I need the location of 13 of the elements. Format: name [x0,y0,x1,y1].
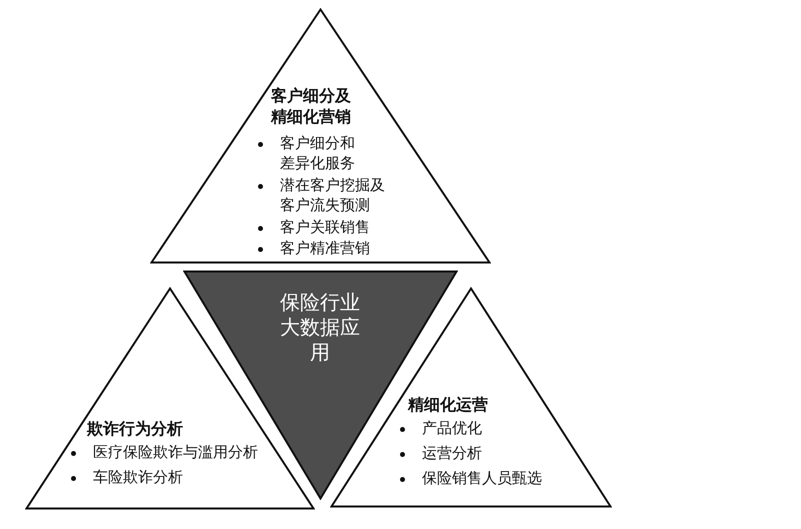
section-heading: 欺诈行为分析 [87,419,184,440]
section-heading: 精细化运营 [408,395,489,416]
center-title: 保险行业大数据应用 [279,290,361,365]
bullet-item: 医疗保险欺诈与滥用分析 [93,443,259,462]
bullet-item: 保险销售人员甄选 [422,469,543,488]
bullet-item: 客户关联销售 [280,218,371,238]
bullet-item: 潜在客户挖掘及客户流失预测 [280,176,386,215]
bullet-item: 客户细分和差异化服务 [280,134,356,173]
bullet-item: 客户精准营销 [280,239,371,258]
bullet-item: 运营分析 [422,444,483,464]
bullet-item: 车险欺诈分析 [93,468,184,488]
section-heading: 客户细分及精细化营销 [271,86,352,128]
bullet-item: 产品优化 [422,419,483,438]
